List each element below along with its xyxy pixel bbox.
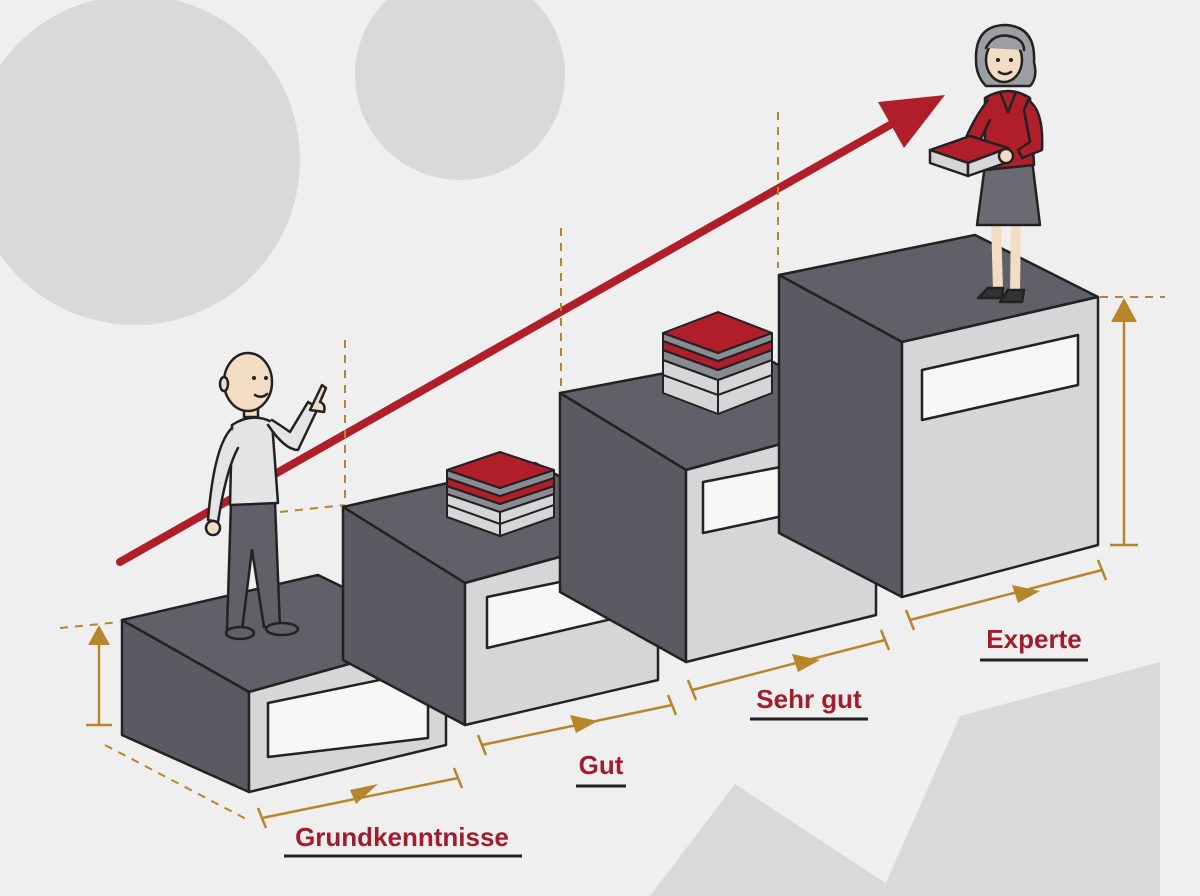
step-box-4 <box>777 233 1100 599</box>
level-label-4: Experte <box>980 624 1088 662</box>
background-decor <box>0 0 1160 896</box>
book-stack-icon <box>446 311 773 537</box>
level-label-2: Gut <box>576 750 626 788</box>
progress-dimension-1 <box>256 767 464 829</box>
progress-dimension-3 <box>686 629 891 701</box>
level-label-3: Sehr gut <box>750 684 868 721</box>
height-dimension-left <box>86 625 112 727</box>
person-expert-icon <box>928 23 1044 304</box>
level-guides <box>59 112 1165 821</box>
person-beginner-icon <box>204 351 328 641</box>
svg-text:Sehr gut: Sehr gut <box>756 684 862 714</box>
height-dimension-right <box>1110 298 1138 547</box>
svg-text:Experte: Experte <box>986 624 1081 654</box>
progress-dimension-4 <box>904 559 1108 631</box>
svg-text:Grundkenntnisse: Grundkenntnisse <box>295 822 509 852</box>
progress-dimension-2 <box>476 694 678 756</box>
level-label-1: Grundkenntnisse <box>284 822 522 858</box>
svg-text:Gut: Gut <box>579 750 624 780</box>
